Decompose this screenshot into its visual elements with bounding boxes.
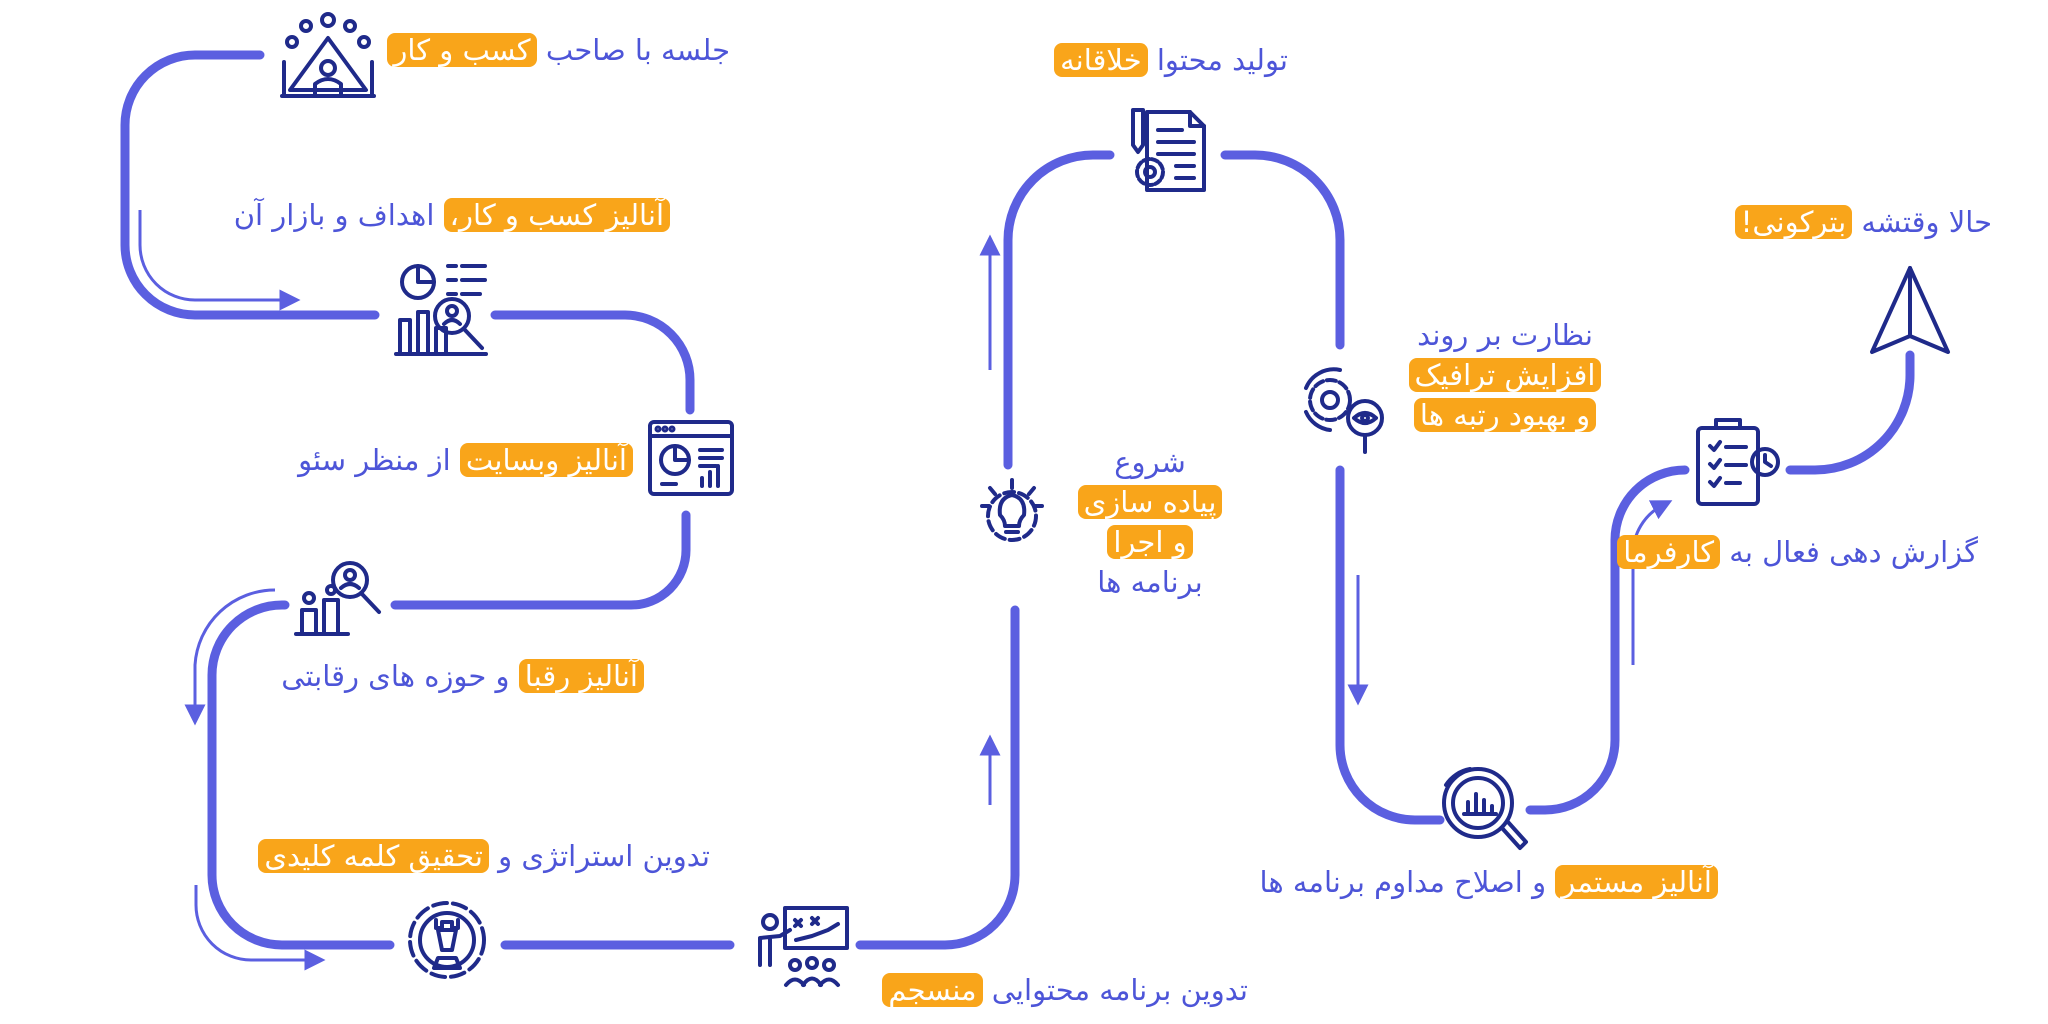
- step-label-website-analysis: آنالیز وبسایت از منظر سئو: [298, 440, 633, 480]
- arrow-2: [184, 588, 276, 726]
- highlight-text: آنالیز رقبا: [518, 659, 644, 693]
- highlight-text: پیاده سازی: [1077, 485, 1223, 519]
- step-label-content-production: تولید محتوا خلاقانه: [1054, 40, 1288, 80]
- step-label-reporting: گزارش دهی فعال به کارفرما: [1617, 532, 1978, 572]
- step-label-competitor-analysis: آنالیز رقبا و حوزه های رقابتی: [281, 656, 644, 696]
- direction-arrows: [138, 210, 1673, 971]
- step-label-implementation: شروع پیاده سازی و اجرا برنامه ها: [1050, 442, 1250, 602]
- highlight-text: افزایش ترافیک: [1408, 358, 1602, 392]
- highlight-text: بترکونی!: [1734, 205, 1853, 239]
- label-text: از منظر سئو: [298, 443, 460, 477]
- label-line: نظارت بر روند: [1375, 315, 1635, 355]
- label-line: پیاده سازی: [1050, 482, 1250, 522]
- label-text: تولید محتوا: [1147, 43, 1288, 77]
- chess-strategy-icon: [408, 901, 486, 979]
- path-segment-11: [1785, 350, 1915, 475]
- highlight-text: کارفرما: [1617, 535, 1721, 569]
- highlight-text: آنالیز مستمر: [1555, 865, 1718, 899]
- arrow-7: [1631, 500, 1673, 665]
- label-line: افزایش ترافیک: [1375, 355, 1635, 395]
- path-segment-2: [490, 310, 695, 415]
- label-text: اهداف و بازار آن: [233, 198, 444, 232]
- path-segment-1: [120, 50, 380, 320]
- label-line: برنامه ها: [1050, 562, 1250, 602]
- label-line: شروع: [1050, 442, 1250, 482]
- path-segment-9: [1335, 465, 1445, 825]
- label-text: شروع: [1114, 445, 1186, 479]
- step-label-launch: حالا وقتشه بترکونی!: [1734, 202, 1992, 242]
- step-label-business-analysis: آنالیز کسب و کار، اهداف و بازار آن: [234, 195, 670, 235]
- path-segment-6: [855, 605, 1020, 950]
- idea-gear-icon: [980, 478, 1044, 542]
- process-path: [120, 50, 1915, 950]
- analysis-magnifier-icon: [1442, 767, 1528, 850]
- highlight-text: خلاقانه: [1054, 43, 1148, 77]
- label-text: حالا وقتشه: [1852, 205, 1992, 239]
- paper-plane-icon: [1870, 266, 1950, 354]
- label-text: و اصلاح مداوم برنامه ها: [1259, 865, 1556, 899]
- label-text: و حوزه های رقابتی: [281, 659, 519, 693]
- label-text: گزارش دهی فعال به: [1720, 535, 1978, 569]
- clipboard-clock-icon: [1696, 418, 1780, 506]
- path-segment-7: [1003, 150, 1115, 470]
- label-line: و بهبود رتبه ها: [1375, 395, 1635, 435]
- step-label-continuous-analysis: آنالیز مستمر و اصلاح مداوم برنامه ها: [1260, 862, 1718, 902]
- highlight-text: کسب و کار: [387, 33, 537, 67]
- path-segment-3: [390, 510, 691, 610]
- highlight-text: تحقیق کلمه کلیدی: [258, 839, 489, 873]
- path-segment-8: [1220, 150, 1345, 350]
- step-label-meeting: جلسه با صاحب کسب و کار: [387, 30, 730, 70]
- business-analysis-icon: [394, 264, 488, 356]
- label-line: و اجرا: [1050, 522, 1250, 562]
- meeting-table-icon: [280, 12, 376, 98]
- label-text: نظارت بر روند: [1417, 318, 1593, 352]
- label-text: جلسه با صاحب: [536, 33, 730, 67]
- gear-magnifier-icon: [1304, 367, 1384, 454]
- highlight-text: و بهبود رتبه ها: [1413, 398, 1597, 432]
- highlight-text: و اجرا: [1107, 525, 1193, 559]
- label-text: برنامه ها: [1097, 565, 1203, 599]
- website-analytics-icon: [648, 420, 734, 496]
- step-label-strategy: تدوین استراتژی و تحقیق کلمه کلیدی: [258, 836, 710, 876]
- arrow-1: [138, 210, 301, 311]
- arrow-3: [194, 885, 326, 971]
- highlight-text: آنالیز کسب و کار،: [443, 198, 670, 232]
- path-segment-10: [1525, 465, 1690, 815]
- step-label-monitoring: نظارت بر روند افزایش ترافیک و بهبود رتبه ه…: [1375, 315, 1635, 435]
- content-document-icon: [1131, 108, 1206, 192]
- label-text: تدوین برنامه محتوایی: [982, 973, 1248, 1007]
- highlight-text: آنالیز وبسایت: [459, 443, 633, 477]
- path-segment-4: [207, 600, 395, 950]
- presentation-board-icon: [758, 906, 849, 987]
- label-text: تدوین استراتژی و: [488, 839, 710, 873]
- step-label-content-plan: تدوین برنامه محتوایی منسجم: [882, 970, 1248, 1010]
- competitor-analysis-icon: [294, 561, 381, 636]
- highlight-text: منسجم: [882, 973, 983, 1007]
